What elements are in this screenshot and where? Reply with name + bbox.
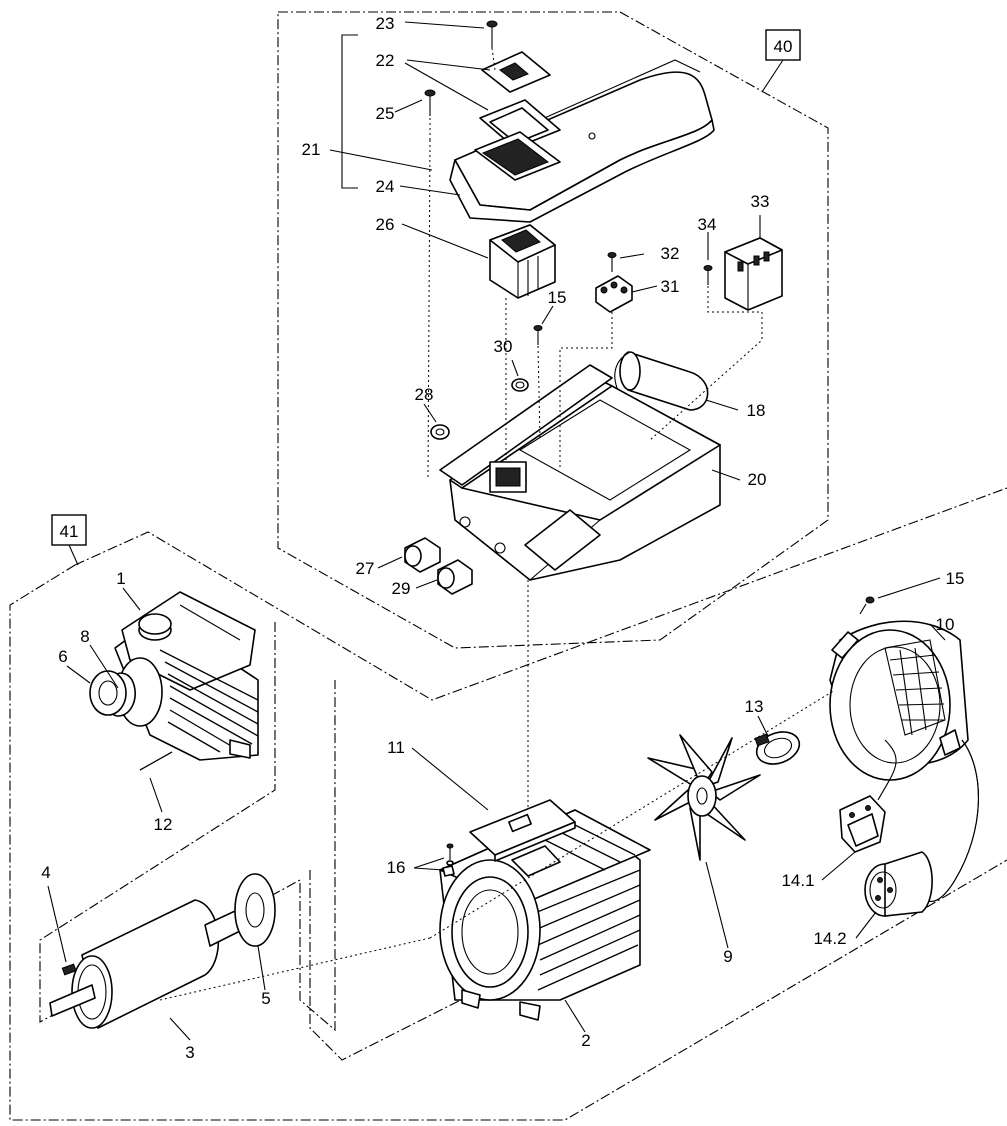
callout-23: 23 — [376, 14, 395, 33]
plug-14-2 — [864, 851, 933, 917]
callout-8: 8 — [80, 627, 89, 646]
motor-end-housing — [89, 591, 259, 761]
cable-gland-27 — [404, 537, 441, 573]
callout-14-1: 14.1 — [781, 871, 814, 890]
callout-16: 16 — [387, 858, 406, 877]
grommet-28 — [430, 424, 450, 440]
screw-15-upper — [533, 325, 543, 345]
callout-11: 11 — [387, 738, 405, 757]
assembly-label-41-text: 41 — [60, 522, 79, 541]
assembly-label-40: 40 — [761, 29, 801, 93]
clamp-13 — [754, 731, 801, 765]
callout-9: 9 — [723, 947, 732, 966]
callout-15-lower: 15 — [946, 569, 965, 588]
callout-1: 1 — [116, 569, 125, 588]
screw-15-lower — [859, 596, 875, 615]
callout-25: 25 — [376, 104, 395, 123]
callout-6: 6 — [58, 647, 67, 666]
bolt-12 — [139, 751, 173, 771]
callout-34: 34 — [698, 215, 717, 234]
callout-14-2: 14.2 — [813, 929, 846, 948]
terminal-block-31 — [595, 275, 633, 313]
screw-25 — [424, 89, 436, 140]
lower-assembly-guides — [159, 689, 836, 1001]
assembly-label-41: 41 — [51, 514, 87, 566]
inner-boundaries — [39, 622, 521, 1061]
callout-22: 22 — [376, 51, 395, 70]
assembly-40-boundary — [277, 11, 829, 649]
screw-16 — [442, 843, 455, 877]
contactor-33 — [724, 237, 783, 311]
rotor-3 — [49, 899, 253, 1029]
fan-cover-10 — [829, 620, 969, 781]
screw-23 — [486, 20, 498, 71]
callout-31: 31 — [661, 277, 680, 296]
callout-5: 5 — [261, 989, 270, 1008]
callout-20: 20 — [748, 470, 767, 489]
plug-14-1 — [839, 795, 886, 853]
callout-33: 33 — [751, 192, 770, 211]
callout-18: 18 — [747, 401, 766, 420]
bearing-5 — [234, 873, 276, 947]
part-callouts: 23 22 25 21 24 26 32 31 34 33 15 30 28 1… — [41, 14, 964, 1062]
callout-21: 21 — [302, 140, 321, 159]
screw-32 — [607, 252, 617, 272]
callout-4: 4 — [41, 863, 50, 882]
fan-9 — [647, 734, 761, 861]
rocker-switch-26 — [489, 224, 556, 299]
callout-12: 12 — [154, 815, 173, 834]
grommet-30 — [511, 378, 529, 392]
cable-gland-29 — [437, 559, 473, 595]
terminal-housing-20 — [439, 364, 721, 581]
assembly-41-boundary — [9, 487, 1007, 1121]
screw-34 — [703, 265, 713, 285]
callout-28: 28 — [415, 385, 434, 404]
terminal-plate-11 — [469, 799, 576, 862]
callout-32: 32 — [661, 244, 680, 263]
callout-30: 30 — [494, 337, 513, 356]
callout-15-upper: 15 — [548, 288, 567, 307]
callout-3: 3 — [185, 1043, 194, 1062]
leader-lines — [47, 21, 946, 1041]
callout-26: 26 — [376, 215, 395, 234]
callout-13: 13 — [745, 697, 764, 716]
capacitor-18 — [614, 351, 709, 411]
callout-27: 27 — [356, 559, 375, 578]
motor-housing-2 — [439, 809, 651, 1021]
switch-box-lid — [449, 51, 715, 223]
callout-29: 29 — [392, 579, 411, 598]
callout-10: 10 — [936, 615, 955, 634]
callout-2: 2 — [581, 1031, 590, 1050]
callout-24: 24 — [376, 177, 395, 196]
assembly-label-40-text: 40 — [774, 37, 793, 56]
